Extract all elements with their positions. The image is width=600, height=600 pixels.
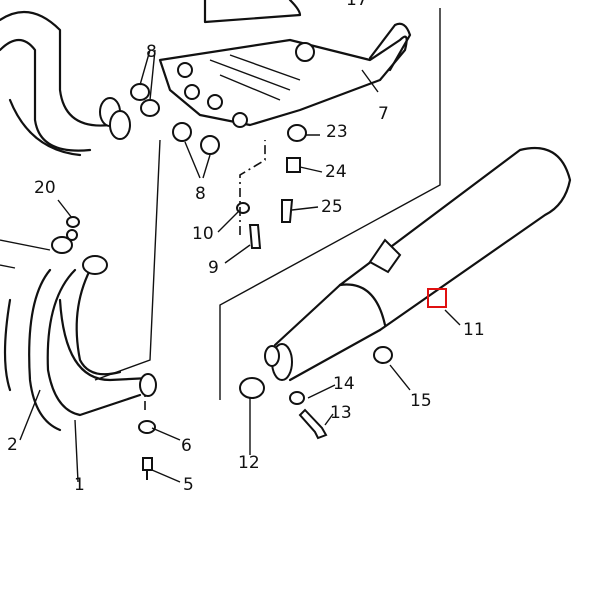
part-label-9: 9 [208, 258, 219, 278]
part-label-13: 13 [330, 403, 352, 423]
part-label-10: 10 [192, 224, 214, 244]
part-label-1: 1 [74, 475, 85, 495]
part-label-6: 6 [181, 436, 192, 456]
muffler [264, 146, 572, 382]
part-label-14: 14 [333, 374, 355, 394]
part-label-8a: 8 [146, 42, 157, 62]
highlight-box[interactable] [427, 288, 447, 308]
part-label-11: 11 [463, 320, 485, 340]
part-label-12: 12 [238, 453, 260, 473]
part-label-23: 23 [326, 122, 348, 142]
upper-header-pipes [0, 10, 131, 157]
part-label-15: 15 [410, 391, 432, 411]
part-label-7: 7 [378, 104, 389, 124]
assembly-frame [94, 8, 441, 400]
part-label-17: 17 [346, 0, 368, 10]
part-label-8b: 8 [195, 184, 206, 204]
part-label-20: 20 [34, 178, 56, 198]
part-label-25: 25 [321, 197, 343, 217]
small-parts [66, 124, 393, 480]
lower-header-pipes [0, 229, 157, 432]
leader-lines [19, 69, 461, 483]
gaskets-8 [130, 49, 220, 179]
collector [158, 0, 412, 128]
part-label-24: 24 [325, 162, 347, 182]
part-label-2: 2 [7, 435, 18, 455]
part-label-5: 5 [183, 475, 194, 495]
